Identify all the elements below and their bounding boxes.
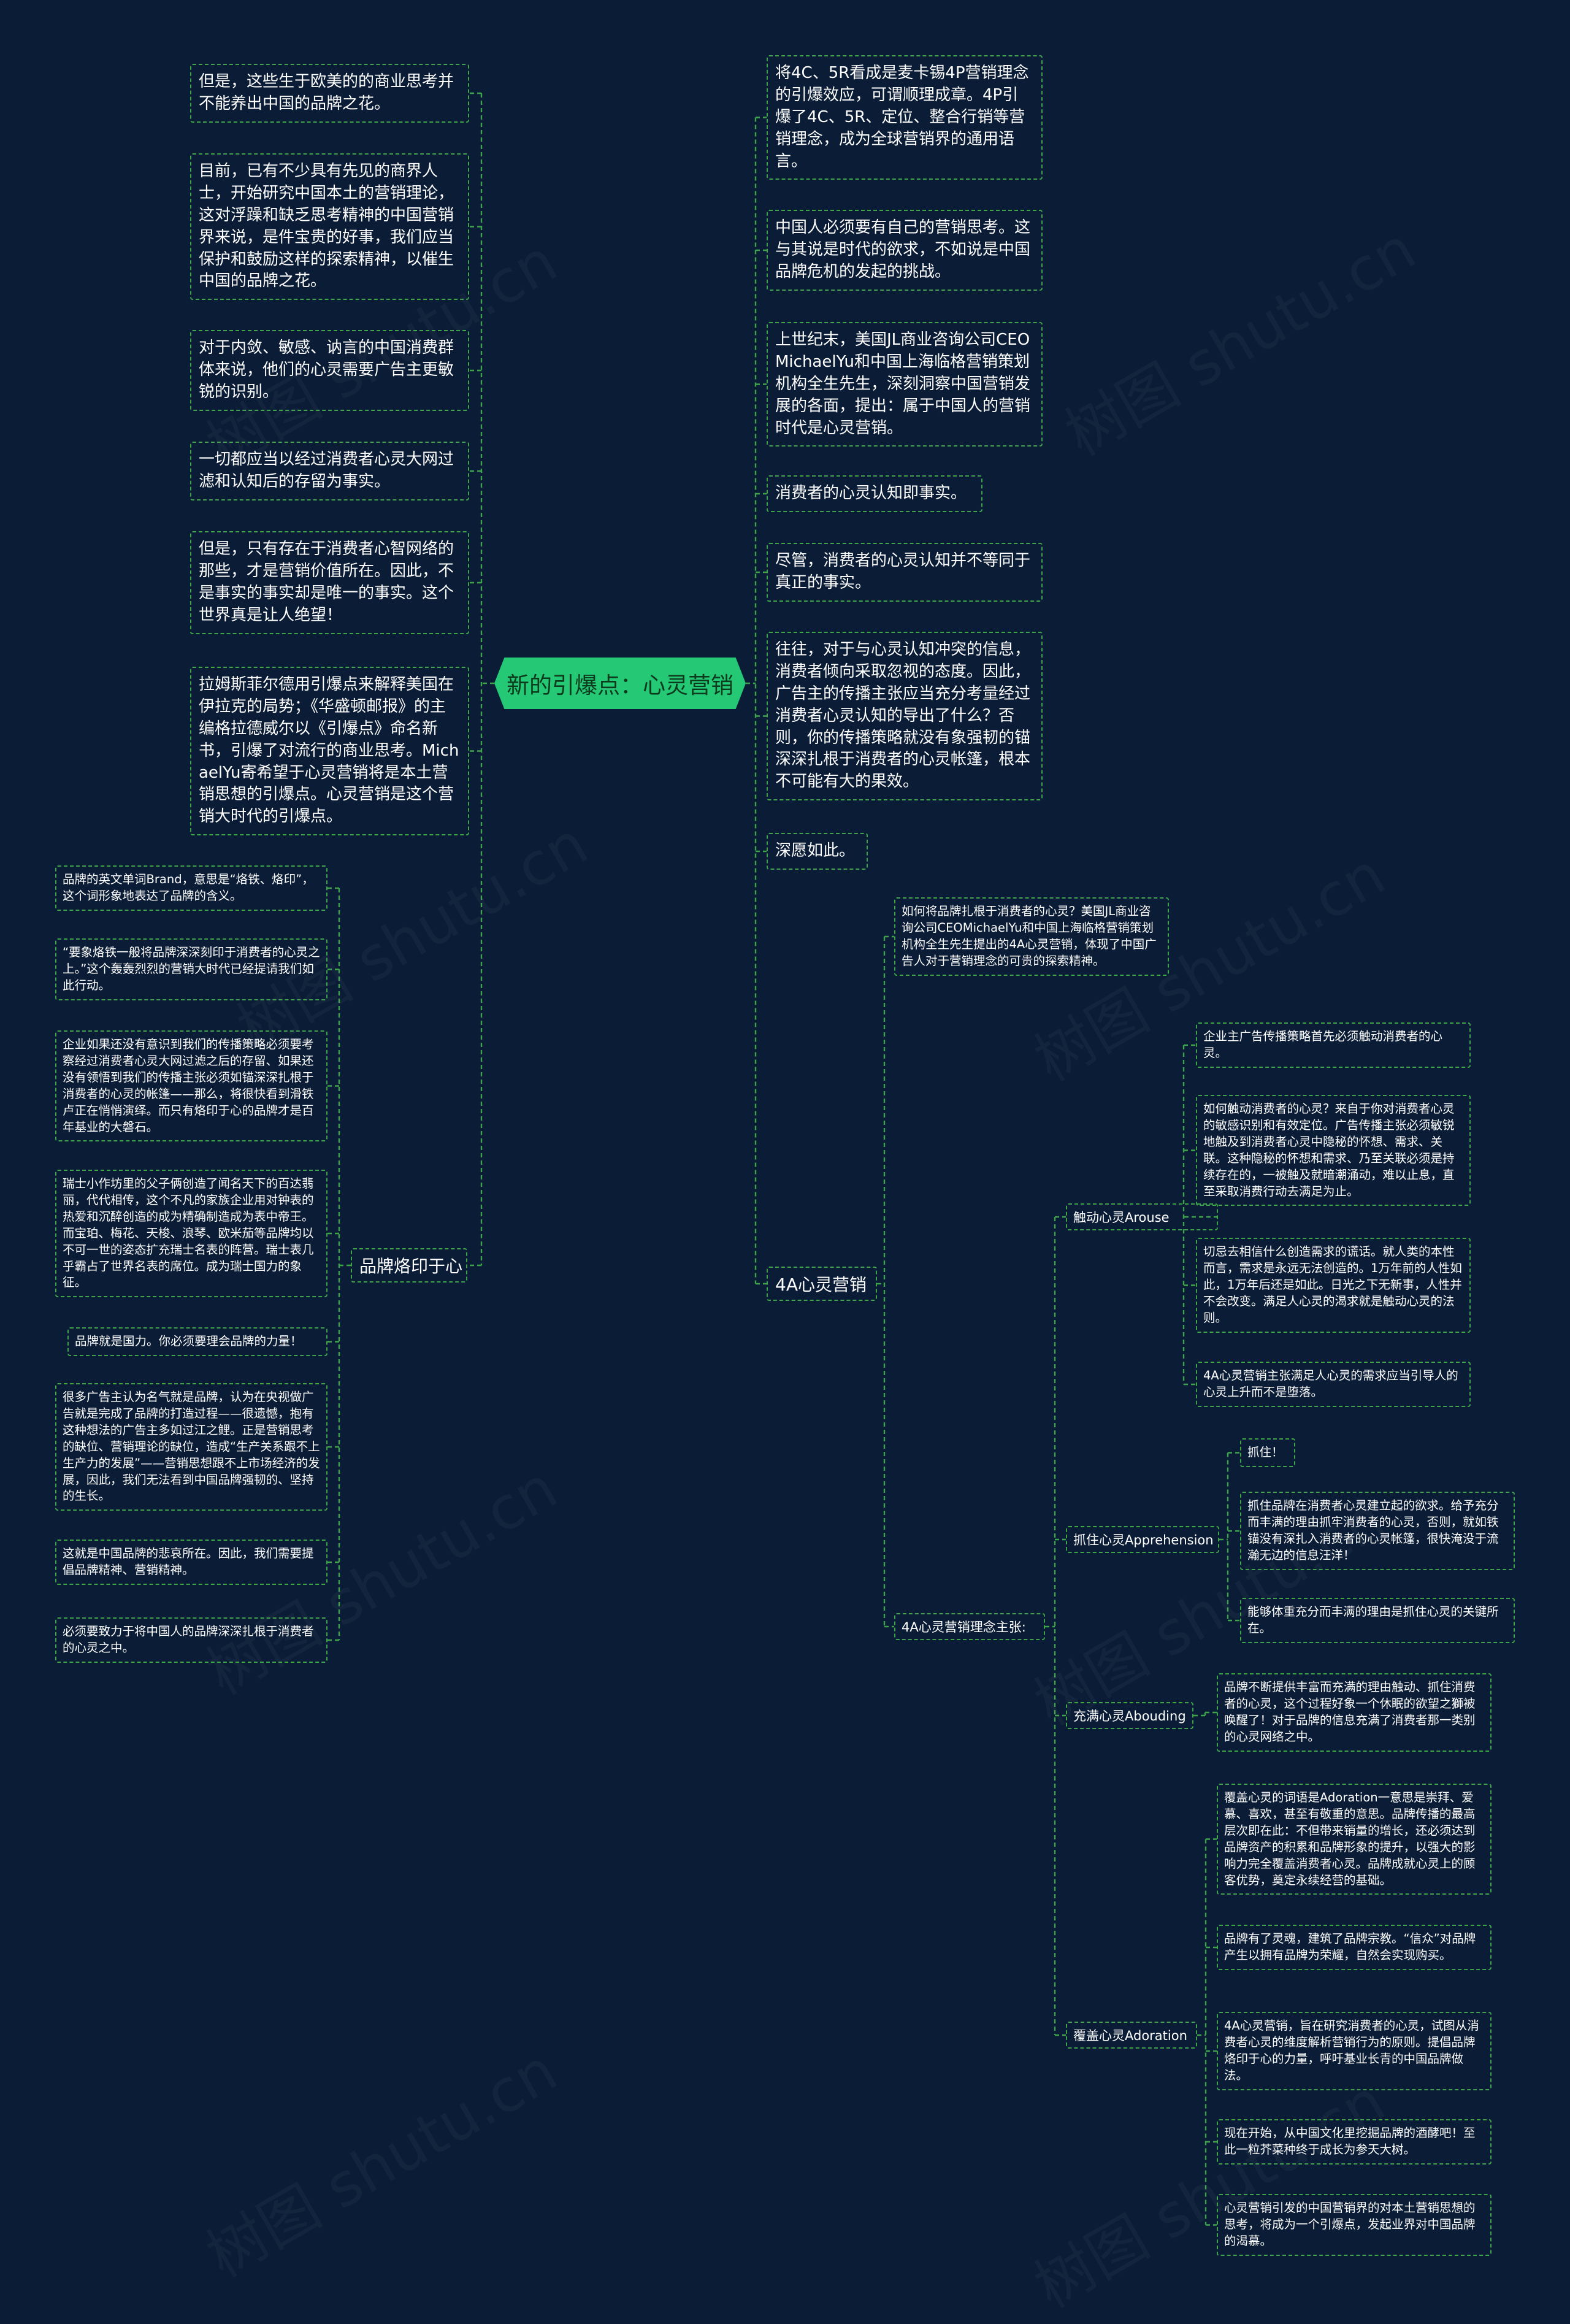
abouding-child-node[interactable]: 品牌不断提供丰富而充满的理由触动、抓住消费者的心灵，这个过程好象一个休眠的欲望之… bbox=[1217, 1673, 1492, 1752]
sub-adoration-label[interactable]: 覆盖心灵Adoration bbox=[1066, 2022, 1197, 2049]
right-node[interactable]: 深愿如此。 bbox=[767, 833, 868, 870]
right-node[interactable]: 中国人必须要有自己的营销思考。这与其说是时代的欲求，不如说是中国品牌危机的发起的… bbox=[767, 210, 1043, 291]
brand-child-node[interactable]: 企业如果还没有意识到我们的传播策略必须要考察经过消费者心灵大网过滤之后的存留、如… bbox=[55, 1030, 327, 1142]
left-node[interactable]: 对于内敛、敏感、讷言的中国消费群体来说，他们的心灵需要广告主更敏锐的识别。 bbox=[190, 330, 469, 411]
brand-child-node[interactable]: 必须要致力于将中国人的品牌深深扎根于消费者的心灵之中。 bbox=[55, 1617, 327, 1663]
watermark: 树图 shutu.cn bbox=[189, 2024, 570, 2293]
adoration-child-node[interactable]: 心灵营销引发的中国营销界的对本土营销思想的思考，将成为一个引爆点，发起业界对中国… bbox=[1217, 2194, 1492, 2256]
brand-child-node[interactable]: 品牌的英文单词Brand，意思是“烙铁、烙印”，这个词形象地表达了品牌的含义。 bbox=[55, 865, 327, 911]
sub-apprehension-label[interactable]: 抓住心灵Apprehension bbox=[1066, 1526, 1219, 1553]
right-node[interactable]: 消费者的心灵认知即事实。 bbox=[767, 475, 982, 512]
watermark: 树图 shutu.cn bbox=[1017, 2055, 1398, 2324]
watermark: 树图 shutu.cn bbox=[220, 797, 600, 1067]
watermark: 树图 shutu.cn bbox=[1047, 202, 1428, 472]
left-node[interactable]: 一切都应当以经过消费者心灵大网过滤和认知后的存留为事实。 bbox=[190, 442, 469, 500]
arouse-child-node[interactable]: 4A心灵营销主张满足人心灵的需求应当引导人的心灵上升而不是堕落。 bbox=[1196, 1362, 1471, 1407]
root-topic[interactable]: 新的引爆点：心灵营销 bbox=[494, 658, 746, 709]
brand-child-node[interactable]: “要象烙铁一般将品牌深深刻印于消费者的心灵之上。”这个轰轰烈烈的营销大时代已经提… bbox=[55, 938, 327, 1000]
root-topic-label: 新的引爆点：心灵营销 bbox=[507, 672, 733, 699]
left-node[interactable]: 但是，只有存在于消费者心智网络的那些，才是营销价值所在。因此，不是事实的事实却是… bbox=[190, 531, 469, 634]
apprehension-child-node[interactable]: 抓住品牌在消费者心灵建立起的欲求。给予充分而丰满的理由抓牢消费者的心灵，否则，就… bbox=[1240, 1492, 1515, 1570]
apprehension-child-node[interactable]: 能够体重充分而丰满的理由是抓住心灵的关键所在。 bbox=[1240, 1598, 1515, 1643]
apprehension-child-node[interactable]: 抓住！ bbox=[1240, 1438, 1295, 1467]
right-node[interactable]: 尽管，消费者的心灵认知并不等同于真正的事实。 bbox=[767, 543, 1043, 602]
right-node[interactable]: 上世纪末，美国JL商业咨询公司CEOMichaelYu和中国上海临格营销策划机构… bbox=[767, 322, 1043, 447]
arouse-child-node[interactable]: 企业主广告传播策略首先必须触动消费者的心灵。 bbox=[1196, 1022, 1471, 1068]
brand-child-node[interactable]: 品牌就是国力。你必须要理会品牌的力量！ bbox=[67, 1327, 327, 1356]
left-node[interactable]: 拉姆斯菲尔德用引爆点来解释美国在伊拉克的局势；《华盛顿邮报》的主编格拉德威尔以《… bbox=[190, 667, 469, 836]
adoration-child-node[interactable]: 品牌有了灵魂，建筑了品牌宗教。“信众”对品牌产生以拥有品牌为荣耀，自然会实现购买… bbox=[1217, 1925, 1492, 1970]
sub-arouse-label[interactable]: 触动心灵Arouse bbox=[1066, 1203, 1218, 1230]
brand-child-node[interactable]: 瑞士小作坊里的父子俩创造了闻名天下的百达翡丽，代代相传，这个不凡的家族企业用对钟… bbox=[55, 1170, 327, 1298]
adoration-child-node[interactable]: 现在开始，从中国文化里挖掘品牌的酒酵吧！至此一粒芥菜种终于成长为参天大树。 bbox=[1217, 2119, 1492, 2165]
right-node[interactable]: 将4C、5R看成是麦卡锡4P营销理念的引爆效应，可谓顺理成章。4P引爆了4C、5… bbox=[767, 55, 1043, 180]
sub-abouding-label[interactable]: 充满心灵Abouding bbox=[1066, 1702, 1193, 1729]
adoration-child-node[interactable]: 4A心灵营销，旨在研究消费者的心灵，试图从消费者心灵的维度解析营销行为的原则。提… bbox=[1217, 2012, 1492, 2090]
brand-child-node[interactable]: 很多广告主认为名气就是品牌，认为在央视做广告就是完成了品牌的打造过程——很遗憾，… bbox=[55, 1383, 327, 1511]
arouse-child-node[interactable]: 切忌去相信什么创造需求的谎话。就人类的本性而言，需求是永远无法创造的。1万年前的… bbox=[1196, 1238, 1471, 1333]
adoration-child-node[interactable]: 覆盖心灵的词语是Adoration一意思是崇拜、爱慕、喜欢，甚至有敬重的意思。品… bbox=[1217, 1784, 1492, 1895]
right-node[interactable]: 往往，对于与心灵认知冲突的信息，消费者倾向采取忽视的态度。因此，广告主的传播主张… bbox=[767, 632, 1043, 801]
branch-4a-label[interactable]: 4A心灵营销 bbox=[767, 1267, 877, 1301]
arouse-child-node[interactable]: 如何触动消费者的心灵？来自于你对消费者心灵的敏感识别和有效定位。广告传播主张必须… bbox=[1196, 1095, 1471, 1206]
left-node[interactable]: 但是，这些生于欧美的的商业思考并不能养出中国的品牌之花。 bbox=[190, 64, 469, 123]
brand-child-node[interactable]: 这就是中国品牌的悲哀所在。因此，我们需要提倡品牌精神、营销精神。 bbox=[55, 1540, 327, 1585]
fourA-main-label[interactable]: 4A心灵营销理念主张: bbox=[894, 1613, 1045, 1640]
left-node[interactable]: 目前，已有不少具有先见的商界人士，开始研究中国本土的营销理论，这对浮躁和缺乏思考… bbox=[190, 153, 469, 301]
fourA-intro-node[interactable]: 如何将品牌扎根于消费者的心灵？美国JL商业咨询公司CEOMichaelYu和中国… bbox=[894, 897, 1169, 976]
branch-brand-label[interactable]: 品牌烙印于心 bbox=[351, 1248, 467, 1283]
